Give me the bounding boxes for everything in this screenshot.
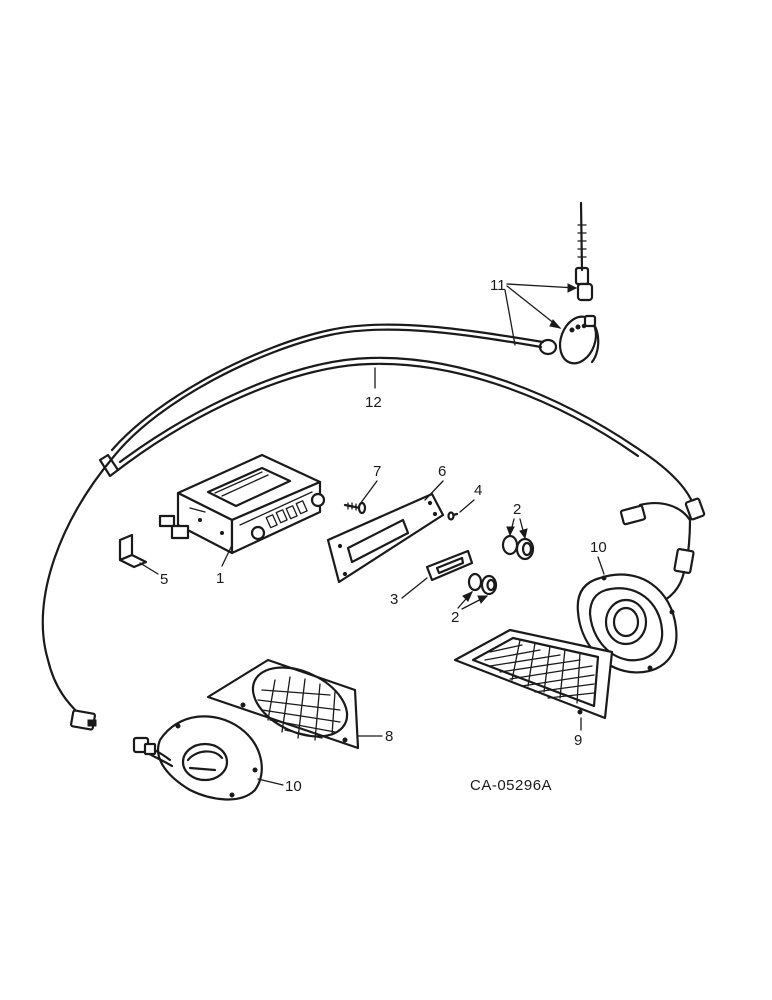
knob-icon-lower — [467, 572, 498, 596]
antenna-icon — [538, 201, 600, 365]
power-cable — [116, 356, 706, 607]
callout-label-11: 11 — [490, 277, 506, 294]
callout-10-right: 10 — [590, 539, 607, 575]
callout-label-8: 8 — [385, 728, 393, 745]
callout-label-7: 7 — [373, 463, 381, 480]
callout-7: 7 — [359, 463, 381, 505]
callout-label-6: 6 — [438, 463, 446, 480]
knob-icon-upper — [501, 534, 535, 561]
callout-label-4: 4 — [474, 482, 482, 499]
callout-label-10-right: 10 — [590, 539, 607, 556]
callout-9: 9 — [574, 717, 582, 749]
bezel-plate-icon — [326, 492, 445, 584]
callout-5: 5 — [139, 562, 168, 588]
callout-3: 3 — [390, 577, 428, 608]
callout-label-3: 3 — [390, 591, 398, 608]
face-plate-icon — [425, 549, 474, 582]
callout-label-10-left: 10 — [285, 778, 302, 795]
callout-label-2-upper: 2 — [513, 501, 521, 518]
callout-8: 8 — [357, 728, 393, 745]
bracket-icon — [118, 533, 148, 569]
speaker-icon-left — [132, 715, 263, 801]
callout-label-1: 1 — [216, 570, 224, 587]
screw-icon — [343, 501, 367, 515]
callout-label-5: 5 — [160, 571, 168, 588]
reference-code: CA-05296A — [470, 777, 552, 794]
callout-2-lower: 2 — [451, 591, 489, 626]
callout-label-2-lower: 2 — [451, 609, 459, 626]
callout-11: 11 — [490, 277, 578, 346]
speaker-grille-icon-left — [206, 658, 360, 750]
callout-2-upper: 2 — [506, 501, 528, 540]
callout-label-12: 12 — [365, 394, 382, 411]
callout-4: 4 — [459, 482, 482, 513]
callout-10-left: 10 — [257, 778, 302, 795]
speaker-icon-right — [576, 573, 678, 674]
radio-unit-icon — [158, 453, 326, 555]
callout-6: 6 — [424, 463, 446, 501]
callout-12: 12 — [365, 367, 382, 411]
small-screw-icon — [447, 511, 459, 521]
speaker-grille-icon-right — [453, 628, 614, 720]
callout-1: 1 — [216, 544, 233, 587]
antenna-cable — [41, 323, 545, 731]
callout-label-9: 9 — [574, 732, 582, 749]
